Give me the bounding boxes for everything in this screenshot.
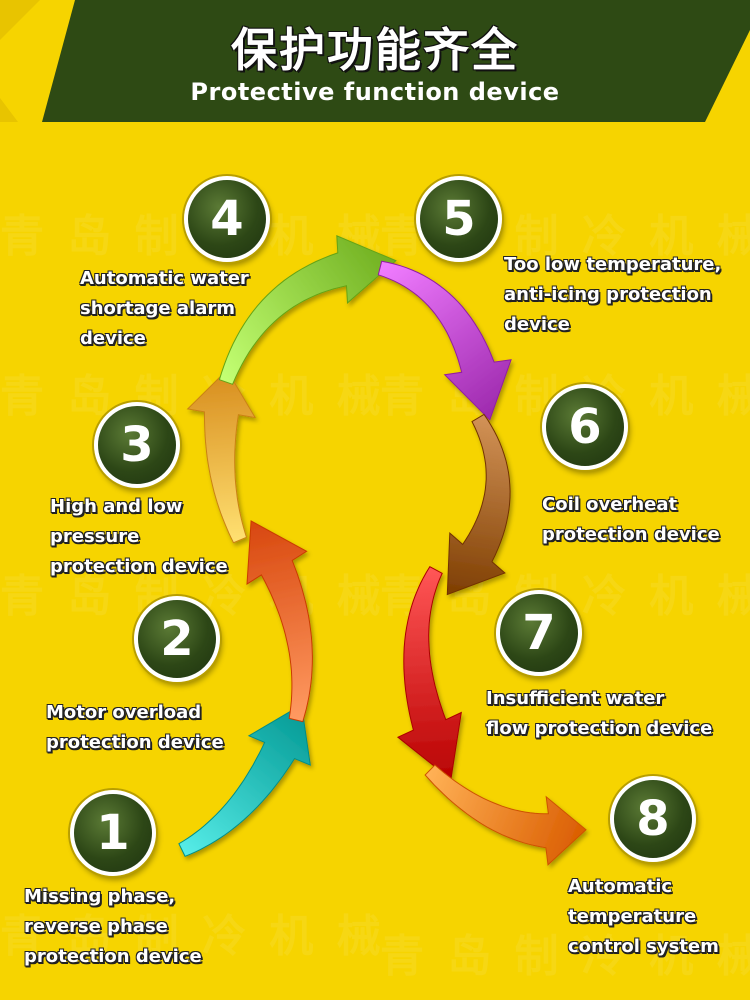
step-label-line: pressure — [50, 526, 140, 547]
flow-arrow-3 — [186, 369, 257, 544]
flow-arrow-7 — [396, 566, 462, 781]
step-badge-6: 6 — [542, 384, 628, 470]
step-label-8: Automatic temperature control system — [568, 872, 719, 962]
step-label-7: Insufficient water flow protection device — [486, 684, 712, 744]
step-label-line: protection device — [24, 946, 202, 967]
step-label-line: control system — [568, 936, 719, 957]
step-label-1: Missing phase, reverse phase protection de… — [24, 882, 202, 972]
step-label-line: High and low — [50, 496, 183, 517]
step-label-line: Insufficient water — [486, 688, 665, 709]
flow-arrow-2 — [246, 520, 313, 723]
step-badge-1: 1 — [70, 790, 156, 876]
step-label-line: device — [80, 328, 146, 349]
step-label-line: reverse phase — [24, 916, 168, 937]
flow-arrow-5 — [377, 260, 512, 421]
step-label-line: anti-icing protection — [504, 284, 712, 305]
flow-arrow-4 — [218, 235, 397, 385]
banner-shape — [0, 0, 750, 122]
step-label-5: Too low temperature, anti-icing protectio… — [504, 250, 721, 340]
step-label-line: Coil overheat — [542, 494, 678, 515]
step-badge-2: 2 — [134, 596, 220, 682]
step-label-3: High and low pressure protection device — [50, 492, 228, 582]
watermark: 青 岛 制 冷 机 械 — [380, 931, 750, 982]
step-badge-8: 8 — [610, 776, 696, 862]
step-label-line: shortage alarm — [80, 298, 235, 319]
step-label-6: Coil overheat protection device — [542, 490, 720, 550]
step-label-line: Automatic — [568, 876, 673, 897]
watermark: 青 岛 制 冷 机 械 — [0, 911, 385, 962]
step-label-4: Automatic water shortage alarm device — [80, 264, 249, 354]
step-label-line: Motor overload — [46, 702, 202, 723]
step-badge-4: 4 — [184, 176, 270, 262]
step-badge-5: 5 — [416, 176, 502, 262]
title-chinese: 保护功能齐全 — [231, 23, 519, 77]
step-label-2: Motor overload protection device — [46, 698, 224, 758]
step-label-line: Automatic water — [80, 268, 249, 289]
step-label-line: protection device — [46, 732, 224, 753]
title-english: Protective function device — [190, 78, 560, 106]
header-banner: 保护功能齐全 Protective function device — [0, 0, 750, 122]
step-label-line: protection device — [50, 556, 228, 577]
step-badge-3: 3 — [94, 402, 180, 488]
flow-arrow-1 — [178, 703, 311, 857]
step-label-line: protection device — [542, 524, 720, 545]
step-label-line: flow protection device — [486, 718, 713, 739]
flow-arrow-8 — [424, 764, 587, 866]
flow-arrow-6 — [446, 413, 511, 596]
step-label-line: Missing phase, — [24, 886, 176, 907]
step-label-line: temperature — [568, 906, 697, 927]
watermark: 青 岛 制 冷 机 械 — [0, 371, 385, 422]
step-label-line: Too low temperature, — [504, 254, 722, 275]
step-badge-7: 7 — [496, 590, 582, 676]
step-label-line: device — [504, 314, 570, 335]
